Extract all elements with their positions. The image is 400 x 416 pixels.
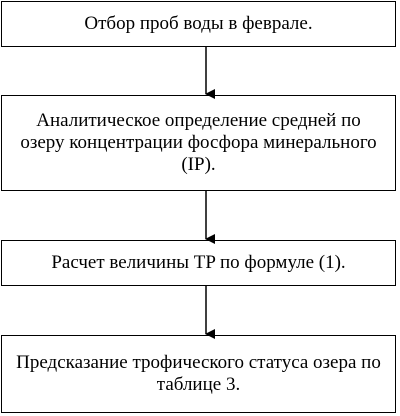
step-box-4-trophic-status: Предсказание трофического статуса озера … <box>1 335 396 413</box>
step-label-1: Отбор проб воды в феврале. <box>84 13 313 34</box>
step-label-2: Аналитическое определение средней по озе… <box>20 110 377 175</box>
step-box-2-phosphorus-analysis: Аналитическое определение средней по озе… <box>1 95 396 191</box>
step-box-3-tp-calculation: Расчет величины TP по формуле (1). <box>1 240 396 286</box>
step-label-3: Расчет величины TP по формуле (1). <box>51 252 346 273</box>
step-box-1-water-sampling: Отбор проб воды в феврале. <box>1 1 396 47</box>
step-label-4: Предсказание трофического статуса озера … <box>16 352 381 395</box>
